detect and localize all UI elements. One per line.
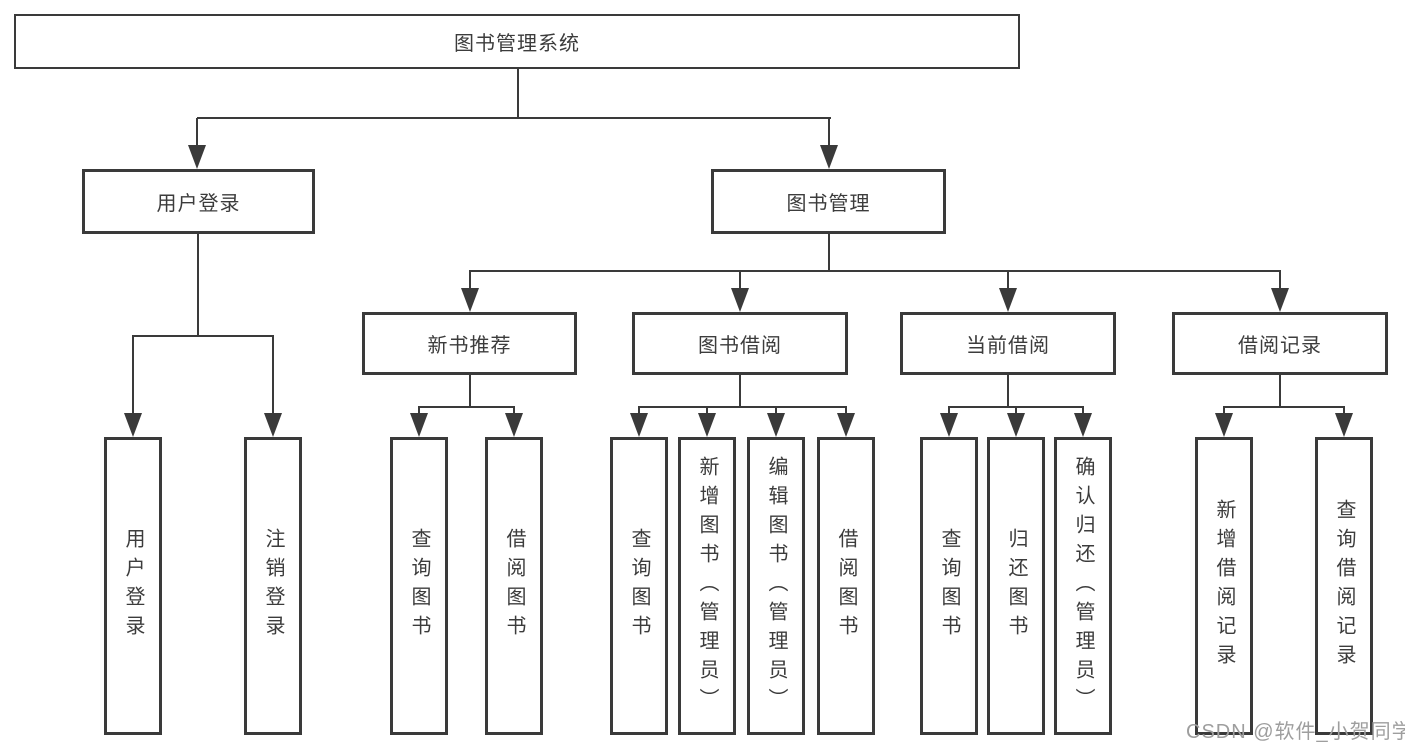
leaf-query-borrow-record: 查询借阅记录 [1315,437,1373,735]
leaf-user-login: 用户登录 [104,437,162,735]
node-borrow-records-label: 借阅记录 [1238,335,1322,357]
edge-user-login-stem [197,234,199,337]
leaf-borrow-book-label: 借阅图书 [835,528,857,644]
arrowhead-leaf-add-book [698,413,716,437]
edge-to-book-mgmt [828,118,830,147]
edge-current-stem [1007,375,1009,408]
arrowhead-user-login [188,145,206,169]
edge-to-leaf-confirm-return [1082,407,1084,415]
arrowhead-leaf-return [1007,413,1025,437]
edge-to-leaf-login [132,336,134,414]
leaf-query-book-recommend: 查询图书 [390,437,448,735]
arrowhead-borrow [731,288,749,312]
leaf-return-book: 归还图书 [987,437,1045,735]
edge-to-leaf-add-record [1223,407,1225,415]
arrowhead-leaf-add-record [1215,413,1233,437]
arrowhead-leaf-logout [264,413,282,437]
leaf-borrow-book-recommend-label: 借阅图书 [503,528,525,644]
leaf-query-borrow-record-label: 查询借阅记录 [1333,499,1355,673]
edge-to-recommend [469,271,471,290]
node-book-mgmt-label: 图书管理 [786,193,871,215]
arrowhead-leaf-query-record [1335,413,1353,437]
node-new-book-recommend-label: 新书推荐 [427,335,512,357]
edge-to-leaf-add-book [706,407,708,415]
leaf-add-book-admin-label: 新增图书（管理员） [696,455,718,717]
edge-to-leaf-logout [272,336,274,414]
edge-to-leaf-borrow-b [845,407,847,415]
node-user-login-label: 用户登录 [156,193,241,215]
arrowhead-records [1271,288,1289,312]
arrowhead-leaf-login [124,413,142,437]
arrowhead-recommend [461,288,479,312]
edge-borrow-branch [638,406,847,408]
edge-to-leaf-query-a [418,407,420,415]
edge-to-leaf-borrow-a [513,407,515,415]
node-root-label: 图书管理系统 [454,33,580,55]
edge-records-stem [1279,375,1281,408]
leaf-add-borrow-record: 新增借阅记录 [1195,437,1253,735]
edge-records-branch [1223,406,1345,408]
edge-to-leaf-edit-book [775,407,777,415]
arrowhead-current [999,288,1017,312]
arrowhead-book-mgmt [820,145,838,169]
leaf-logout: 注销登录 [244,437,302,735]
leaf-logout-label: 注销登录 [262,528,284,644]
arrowhead-leaf-borrow-b [837,413,855,437]
arrowhead-leaf-query-a [410,413,428,437]
node-current-borrow: 当前借阅 [900,312,1116,375]
node-book-borrow: 图书借阅 [632,312,848,375]
edge-borrow-stem [739,375,741,408]
leaf-add-book-admin: 新增图书（管理员） [678,437,736,735]
node-borrow-records: 借阅记录 [1172,312,1388,375]
leaf-query-book-borrow-label: 查询图书 [628,528,650,644]
arrowhead-leaf-borrow-a [505,413,523,437]
edge-root-branch [197,117,831,119]
edge-to-user-login [196,118,198,147]
edge-user-login-branch [132,335,274,337]
leaf-user-login-label: 用户登录 [122,528,144,644]
leaf-query-book-borrow: 查询图书 [610,437,668,735]
edge-book-mgmt-stem [828,234,830,271]
arrowhead-leaf-edit-book [767,413,785,437]
leaf-edit-book-admin: 编辑图书（管理员） [747,437,805,735]
node-book-mgmt: 图书管理 [711,169,946,234]
leaf-return-book-label: 归还图书 [1005,528,1027,644]
edge-recommend-stem [469,375,471,408]
node-new-book-recommend: 新书推荐 [362,312,577,375]
edge-recommend-branch [418,406,515,408]
leaf-query-book-current: 查询图书 [920,437,978,735]
arrowhead-leaf-query-c [940,413,958,437]
leaf-borrow-book-recommend: 借阅图书 [485,437,543,735]
edge-to-borrow [739,271,741,290]
edge-to-leaf-query-record [1343,407,1345,415]
leaf-query-book-current-label: 查询图书 [938,528,960,644]
leaf-edit-book-admin-label: 编辑图书（管理员） [765,455,787,717]
csdn-watermark: CSDN @软件_小贺同学 [1186,721,1405,743]
arrowhead-leaf-confirm-return [1074,413,1092,437]
edge-book-mgmt-branch [469,270,1281,272]
node-current-borrow-label: 当前借阅 [966,335,1050,357]
edge-to-current [1007,271,1009,290]
leaf-confirm-return-admin-label: 确认归还（管理员） [1072,455,1094,717]
edge-to-leaf-query-b [638,407,640,415]
arrowhead-leaf-query-b [630,413,648,437]
leaf-query-book-recommend-label: 查询图书 [408,528,430,644]
leaf-borrow-book: 借阅图书 [817,437,875,735]
edge-to-leaf-return [1015,407,1017,415]
leaf-confirm-return-admin: 确认归还（管理员） [1054,437,1112,735]
edge-to-records [1279,271,1281,290]
node-root: 图书管理系统 [14,14,1020,69]
leaf-add-borrow-record-label: 新增借阅记录 [1213,499,1235,673]
edge-root-stem [517,69,519,118]
edge-to-leaf-query-c [948,407,950,415]
node-user-login: 用户登录 [82,169,315,234]
node-book-borrow-label: 图书借阅 [698,335,782,357]
